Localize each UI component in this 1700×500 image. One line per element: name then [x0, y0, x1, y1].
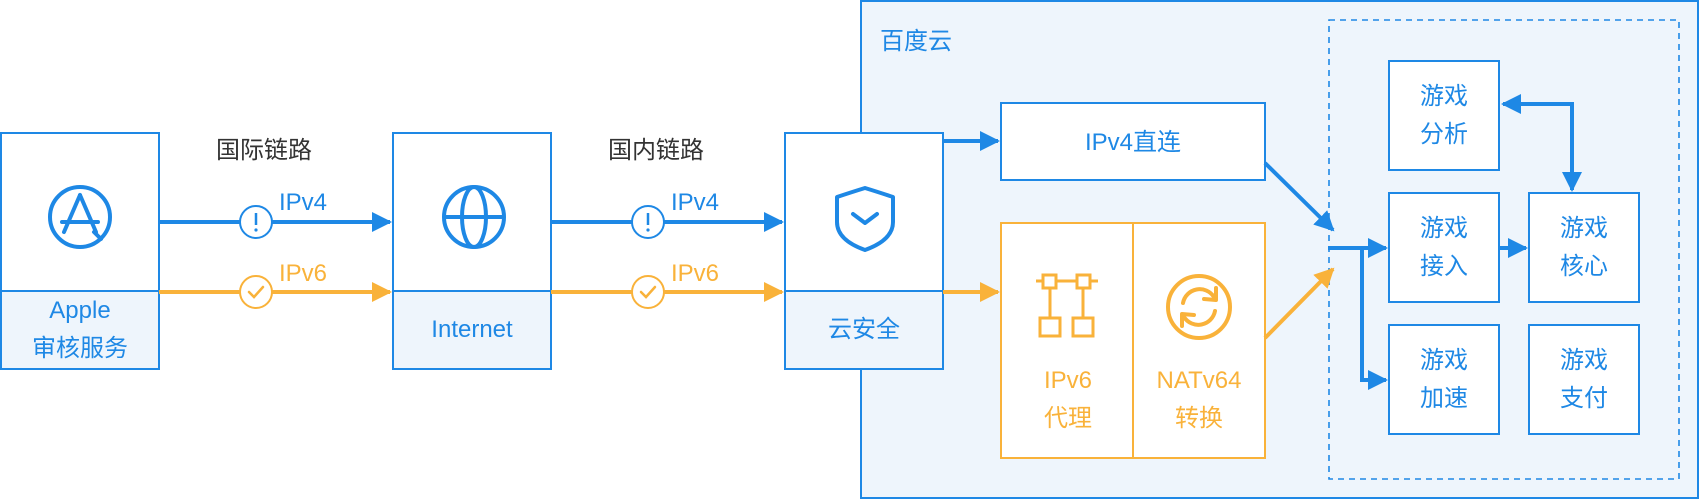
game-core-line1: 游戏 — [1560, 215, 1608, 242]
apple-label-line2: 审核服务 — [32, 335, 128, 362]
game-core-line2: 核心 — [1560, 253, 1608, 280]
natv64-line2: 转换 — [1175, 405, 1223, 432]
international-ipv4-label: IPv4 — [279, 189, 327, 216]
game-payment-box: 游戏 支付 — [1528, 324, 1640, 435]
domestic-ipv4-label: IPv4 — [671, 189, 719, 216]
internet-node: Internet — [392, 132, 552, 370]
game-analysis-line2: 分析 — [1420, 121, 1468, 148]
game-analysis-line1: 游戏 — [1420, 83, 1468, 110]
domestic-link-title: 国内链路 — [608, 137, 704, 164]
cloud-title: 百度云 — [880, 28, 952, 55]
ipv4-to-games-arrow — [1263, 161, 1335, 232]
app-store-icon — [48, 185, 112, 249]
ipv4-direct-box: IPv4直连 — [1000, 102, 1266, 181]
cloud-security-label: 云安全 — [828, 316, 900, 343]
game-entry-connectors — [1328, 238, 1388, 390]
game-payment-line2: 支付 — [1560, 385, 1608, 412]
game-core-box: 游戏 核心 — [1528, 192, 1640, 303]
analysis-core-bidirectional-arrow — [1501, 94, 1582, 192]
game-acceleration-line1: 游戏 — [1420, 347, 1468, 374]
globe-icon — [442, 185, 506, 249]
game-analysis-box: 游戏 分析 — [1388, 60, 1500, 171]
ipv6-proxy-line2: 代理 — [1044, 405, 1092, 432]
game-access-line1: 游戏 — [1420, 215, 1468, 242]
international-link: 国际链路 IPv4 IPv6 — [159, 137, 392, 309]
network-topology-icon — [1036, 273, 1098, 338]
check-icon — [239, 275, 273, 309]
internet-label: Internet — [431, 316, 513, 343]
international-link-title: 国际链路 — [216, 137, 312, 164]
check-icon — [631, 275, 665, 309]
international-ipv6-label: IPv6 — [279, 260, 327, 287]
domestic-ipv6-label: IPv6 — [671, 260, 719, 287]
game-access-line2: 接入 — [1420, 253, 1468, 280]
apple-review-node: Apple 审核服务 — [0, 132, 160, 370]
shield-icon — [835, 186, 895, 252]
apple-label-line1: Apple — [49, 297, 110, 324]
domestic-link: 国内链路 IPv4 IPv6 — [551, 137, 784, 309]
game-acceleration-line2: 加速 — [1420, 385, 1468, 412]
ipv6-to-games-arrow — [1263, 267, 1335, 340]
ipv6-proxy-line1: IPv6 — [1044, 367, 1092, 394]
refresh-icon — [1166, 274, 1232, 340]
ipv4-direct-label: IPv4直连 — [1085, 129, 1181, 156]
warning-icon — [239, 205, 273, 239]
natv64-line1: NATv64 — [1157, 367, 1242, 394]
cloud-security-node: 云安全 — [784, 132, 944, 370]
game-payment-line1: 游戏 — [1560, 347, 1608, 374]
ipv6-translation-box: IPv6 代理 NATv64 转换 — [1000, 222, 1266, 459]
warning-icon — [631, 205, 665, 239]
game-access-box: 游戏 接入 — [1388, 192, 1500, 303]
game-acceleration-box: 游戏 加速 — [1388, 324, 1500, 435]
